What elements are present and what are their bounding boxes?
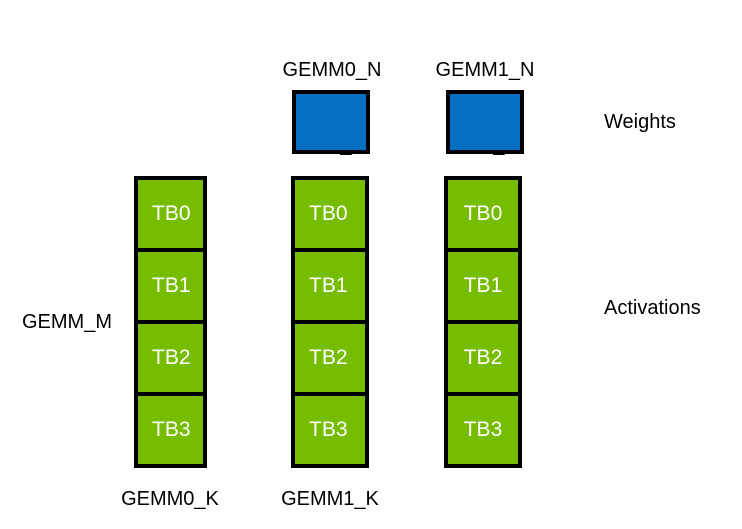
activation-cell: TB3 [134,394,207,468]
activation-cell: TB2 [444,322,522,396]
activation-cell: TB0 [291,176,369,252]
activation-cell: TB1 [134,250,207,324]
gemm1-n-label-line1: GEMM1_N [435,59,535,81]
gemm1-activations-column: TB0 TB1 TB2 TB3 [291,176,369,468]
activation-cell: TB1 [444,250,522,324]
gemm1-k-label: GEMM1_K [281,488,379,510]
gemm0-k-label: GEMM0_K [121,488,219,510]
weights-row-label: Weights [604,111,676,133]
activation-cell: TB0 [444,176,522,252]
gemm0-activations-column: TB0 TB1 TB2 TB3 [134,176,207,468]
activation-cell: TB3 [291,394,369,468]
gemm1-weights-block [446,90,524,154]
activations-row-label: Activations [604,297,701,319]
activation-cell: TB1 [291,250,369,324]
gemm-m-label: GEMM_M [22,311,112,333]
activation-cell: TB2 [134,322,207,396]
gemm0-n-label-line1: GEMM0_N [282,59,382,81]
gemm0-weights-block [292,90,370,154]
activation-cell: TB3 [444,394,522,468]
activation-cell: TB2 [291,322,369,396]
activation-cell: TB0 [134,176,207,252]
gemm2-activations-column: TB0 TB1 TB2 TB3 [444,176,522,468]
